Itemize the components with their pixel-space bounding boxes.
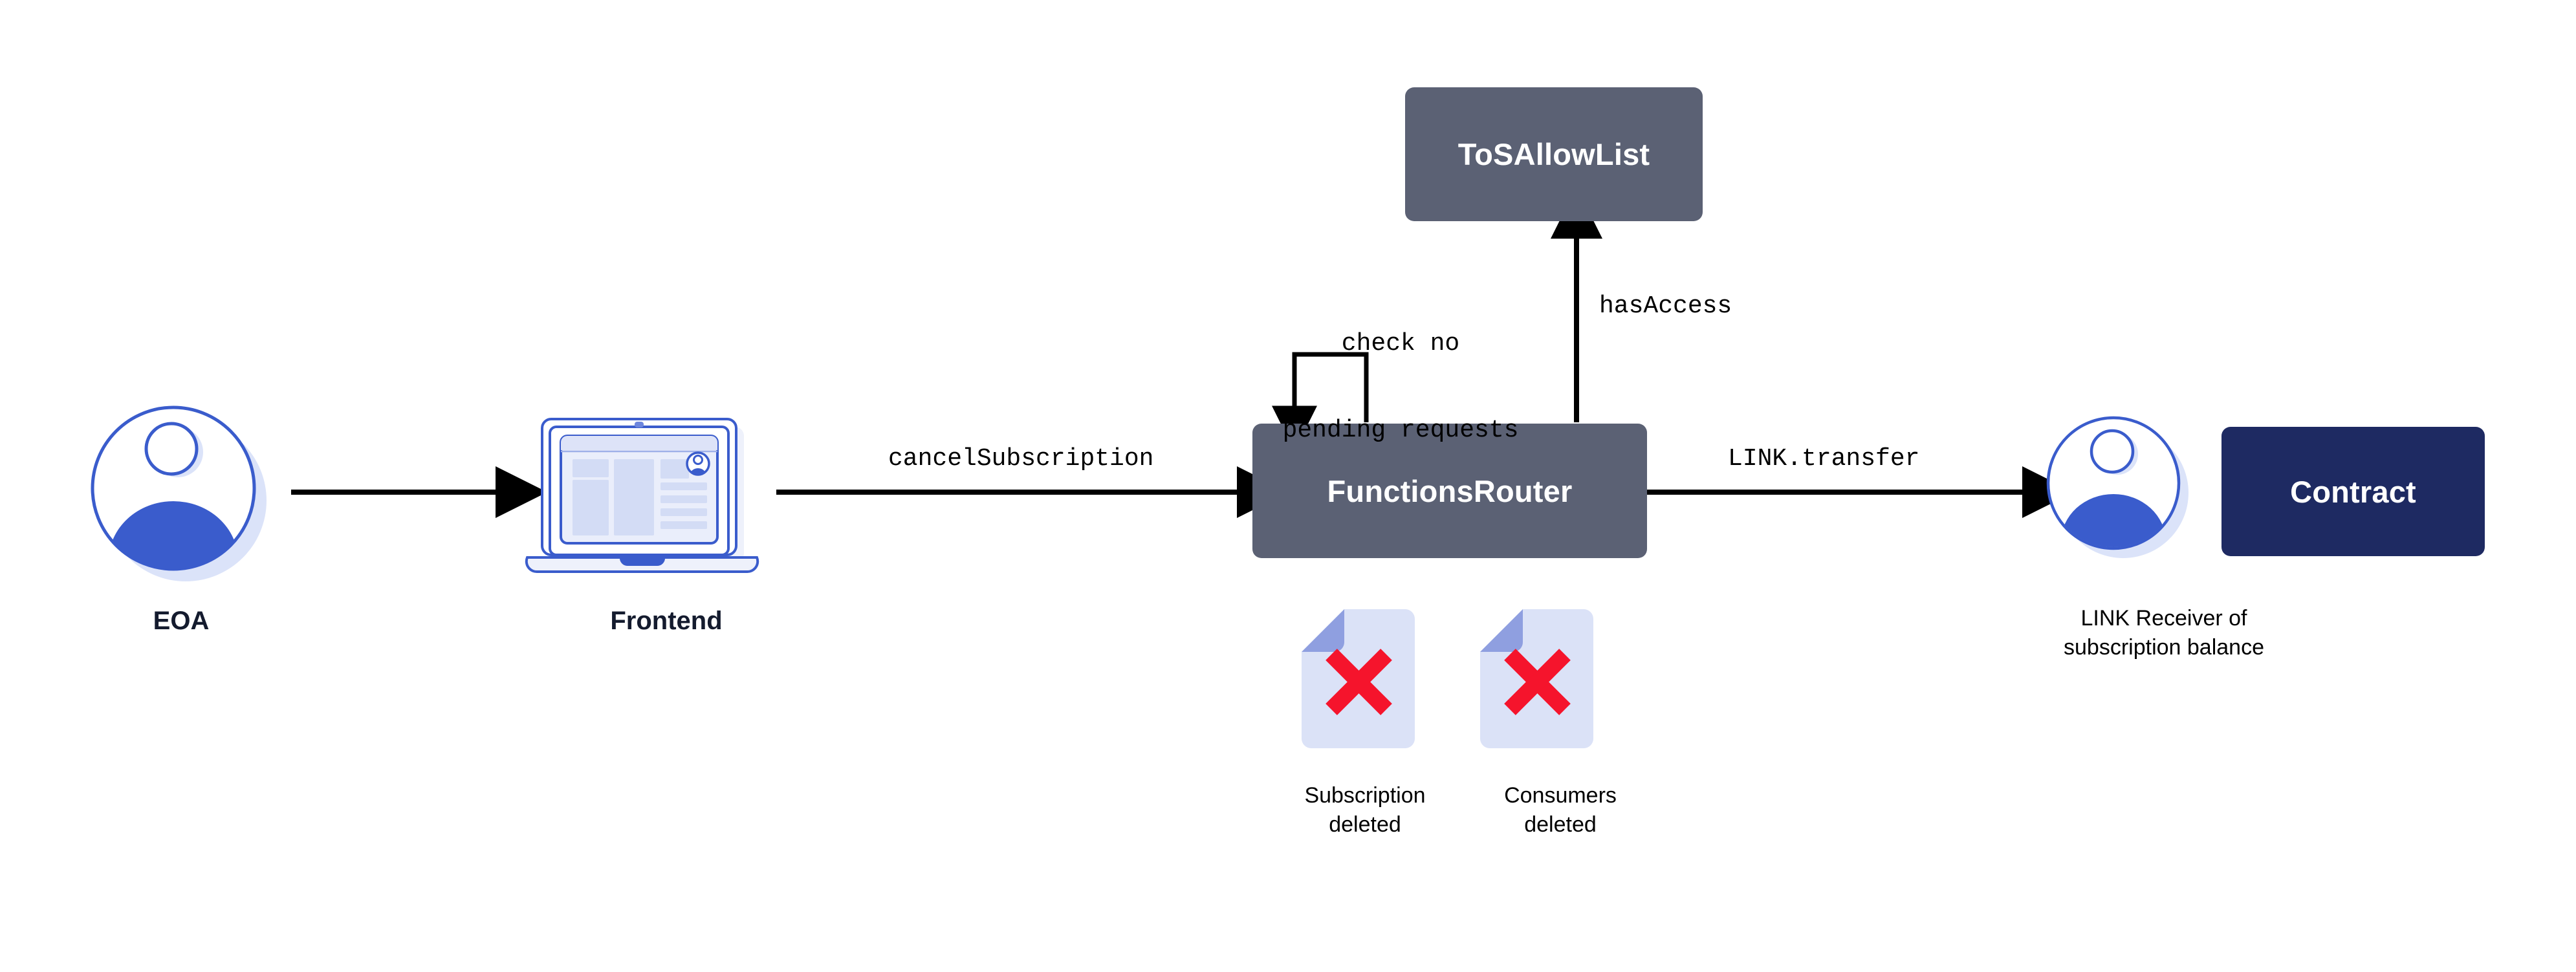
consumers-deleted-line2: deleted	[1524, 812, 1597, 837]
subscription-deleted-line2: deleted	[1329, 812, 1401, 837]
link-receiver-caption: LINK Receiver of subscription balance	[1937, 604, 2390, 662]
node-contract[interactable]: Contract	[2221, 427, 2485, 556]
contract-label: Contract	[2290, 474, 2416, 509]
consumers-deleted-caption: Consumers deleted	[1437, 781, 1683, 839]
link-receiver-avatar-icon	[2044, 414, 2193, 563]
frontend-laptop-icon	[514, 402, 770, 587]
node-functions-router[interactable]: FunctionsRouter	[1252, 424, 1647, 558]
edge-label-cancel-subscription: cancelSubscription	[888, 445, 1154, 473]
link-receiver-line1: LINK Receiver of	[2080, 606, 2247, 631]
edge-label-check-no-pending-requests: check no pending requests	[1265, 272, 1536, 504]
edge-label-link-transfer: LINK.transfer	[1728, 445, 1920, 473]
tos-allow-list-label: ToSAllowList	[1457, 137, 1650, 171]
subscription-deleted-line1: Subscription	[1304, 783, 1426, 808]
frontend-label: Frontend	[610, 607, 723, 635]
consumers-deleted-document-x-icon	[1480, 609, 1593, 748]
edge-label-has-access: hasAccess	[1599, 292, 1732, 320]
link-receiver-line2: subscription balance	[2064, 634, 2264, 660]
consumers-deleted-line1: Consumers	[1504, 783, 1617, 808]
node-tos-allow-list[interactable]: ToSAllowList	[1405, 87, 1703, 221]
functions-router-label: FunctionsRouter	[1327, 473, 1573, 508]
edge-label-check-line2: pending requests	[1282, 416, 1519, 445]
eoa-avatar-icon	[87, 402, 272, 587]
edge-label-check-line1: check no	[1341, 329, 1460, 358]
subscription-deleted-caption: Subscription deleted	[1242, 781, 1488, 839]
eoa-label: EOA	[153, 607, 210, 635]
subscription-deleted-document-x-icon	[1302, 609, 1415, 748]
